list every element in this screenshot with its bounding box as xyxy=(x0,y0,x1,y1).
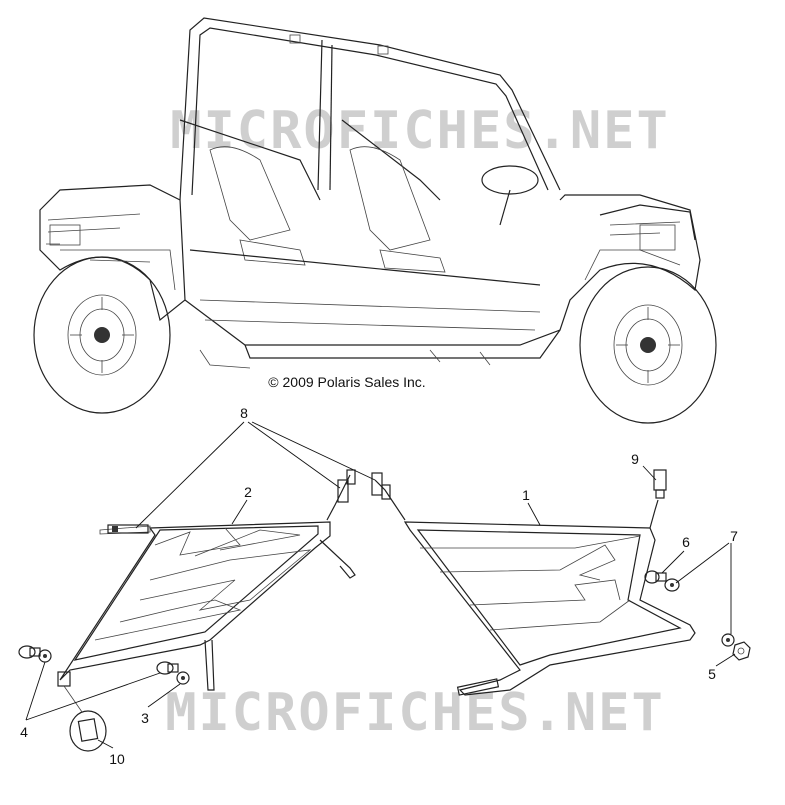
latch-left-rear xyxy=(107,524,149,534)
latch-right-lower xyxy=(456,678,500,696)
steering-wheel xyxy=(481,165,539,226)
roll-cage xyxy=(179,17,561,201)
latch-part-9 xyxy=(653,469,667,499)
bolt-4 xyxy=(18,645,41,659)
leader-lines xyxy=(25,421,736,749)
callout-10: 10 xyxy=(109,751,125,767)
callouts: 8 2 1 9 6 7 5 3 4 10 xyxy=(20,405,738,767)
vehicle-body xyxy=(39,184,701,369)
bolt-3 xyxy=(156,661,179,675)
watermark-top: MICROFICHES.NET xyxy=(170,101,670,161)
callout-6: 6 xyxy=(682,534,690,550)
watermark-bottom: MICROFICHES.NET xyxy=(165,683,665,743)
washer-3 xyxy=(176,671,190,685)
seats xyxy=(209,146,446,273)
callout-8: 8 xyxy=(240,405,248,421)
latch-right-upper xyxy=(371,472,391,500)
callout-5: 5 xyxy=(708,666,716,682)
callout-3: 3 xyxy=(141,710,149,726)
front-wheel xyxy=(579,266,717,424)
washer-4 xyxy=(38,649,52,663)
bolt-6 xyxy=(644,570,667,584)
door-frame-left xyxy=(59,474,356,691)
callout-9: 9 xyxy=(631,451,639,467)
callout-1: 1 xyxy=(522,487,530,503)
nut-5 xyxy=(732,641,751,661)
vehicle-illustration xyxy=(33,17,717,424)
copyright-text: © 2009 Polaris Sales Inc. xyxy=(268,374,425,390)
door-frame-right xyxy=(374,479,696,696)
washer-7 xyxy=(664,578,680,592)
latch-detail-10 xyxy=(57,671,107,752)
callout-7: 7 xyxy=(730,528,738,544)
washer-7b xyxy=(721,633,735,647)
callout-4: 4 xyxy=(20,724,28,740)
latch-left-upper xyxy=(337,469,356,503)
callout-2: 2 xyxy=(244,484,252,500)
